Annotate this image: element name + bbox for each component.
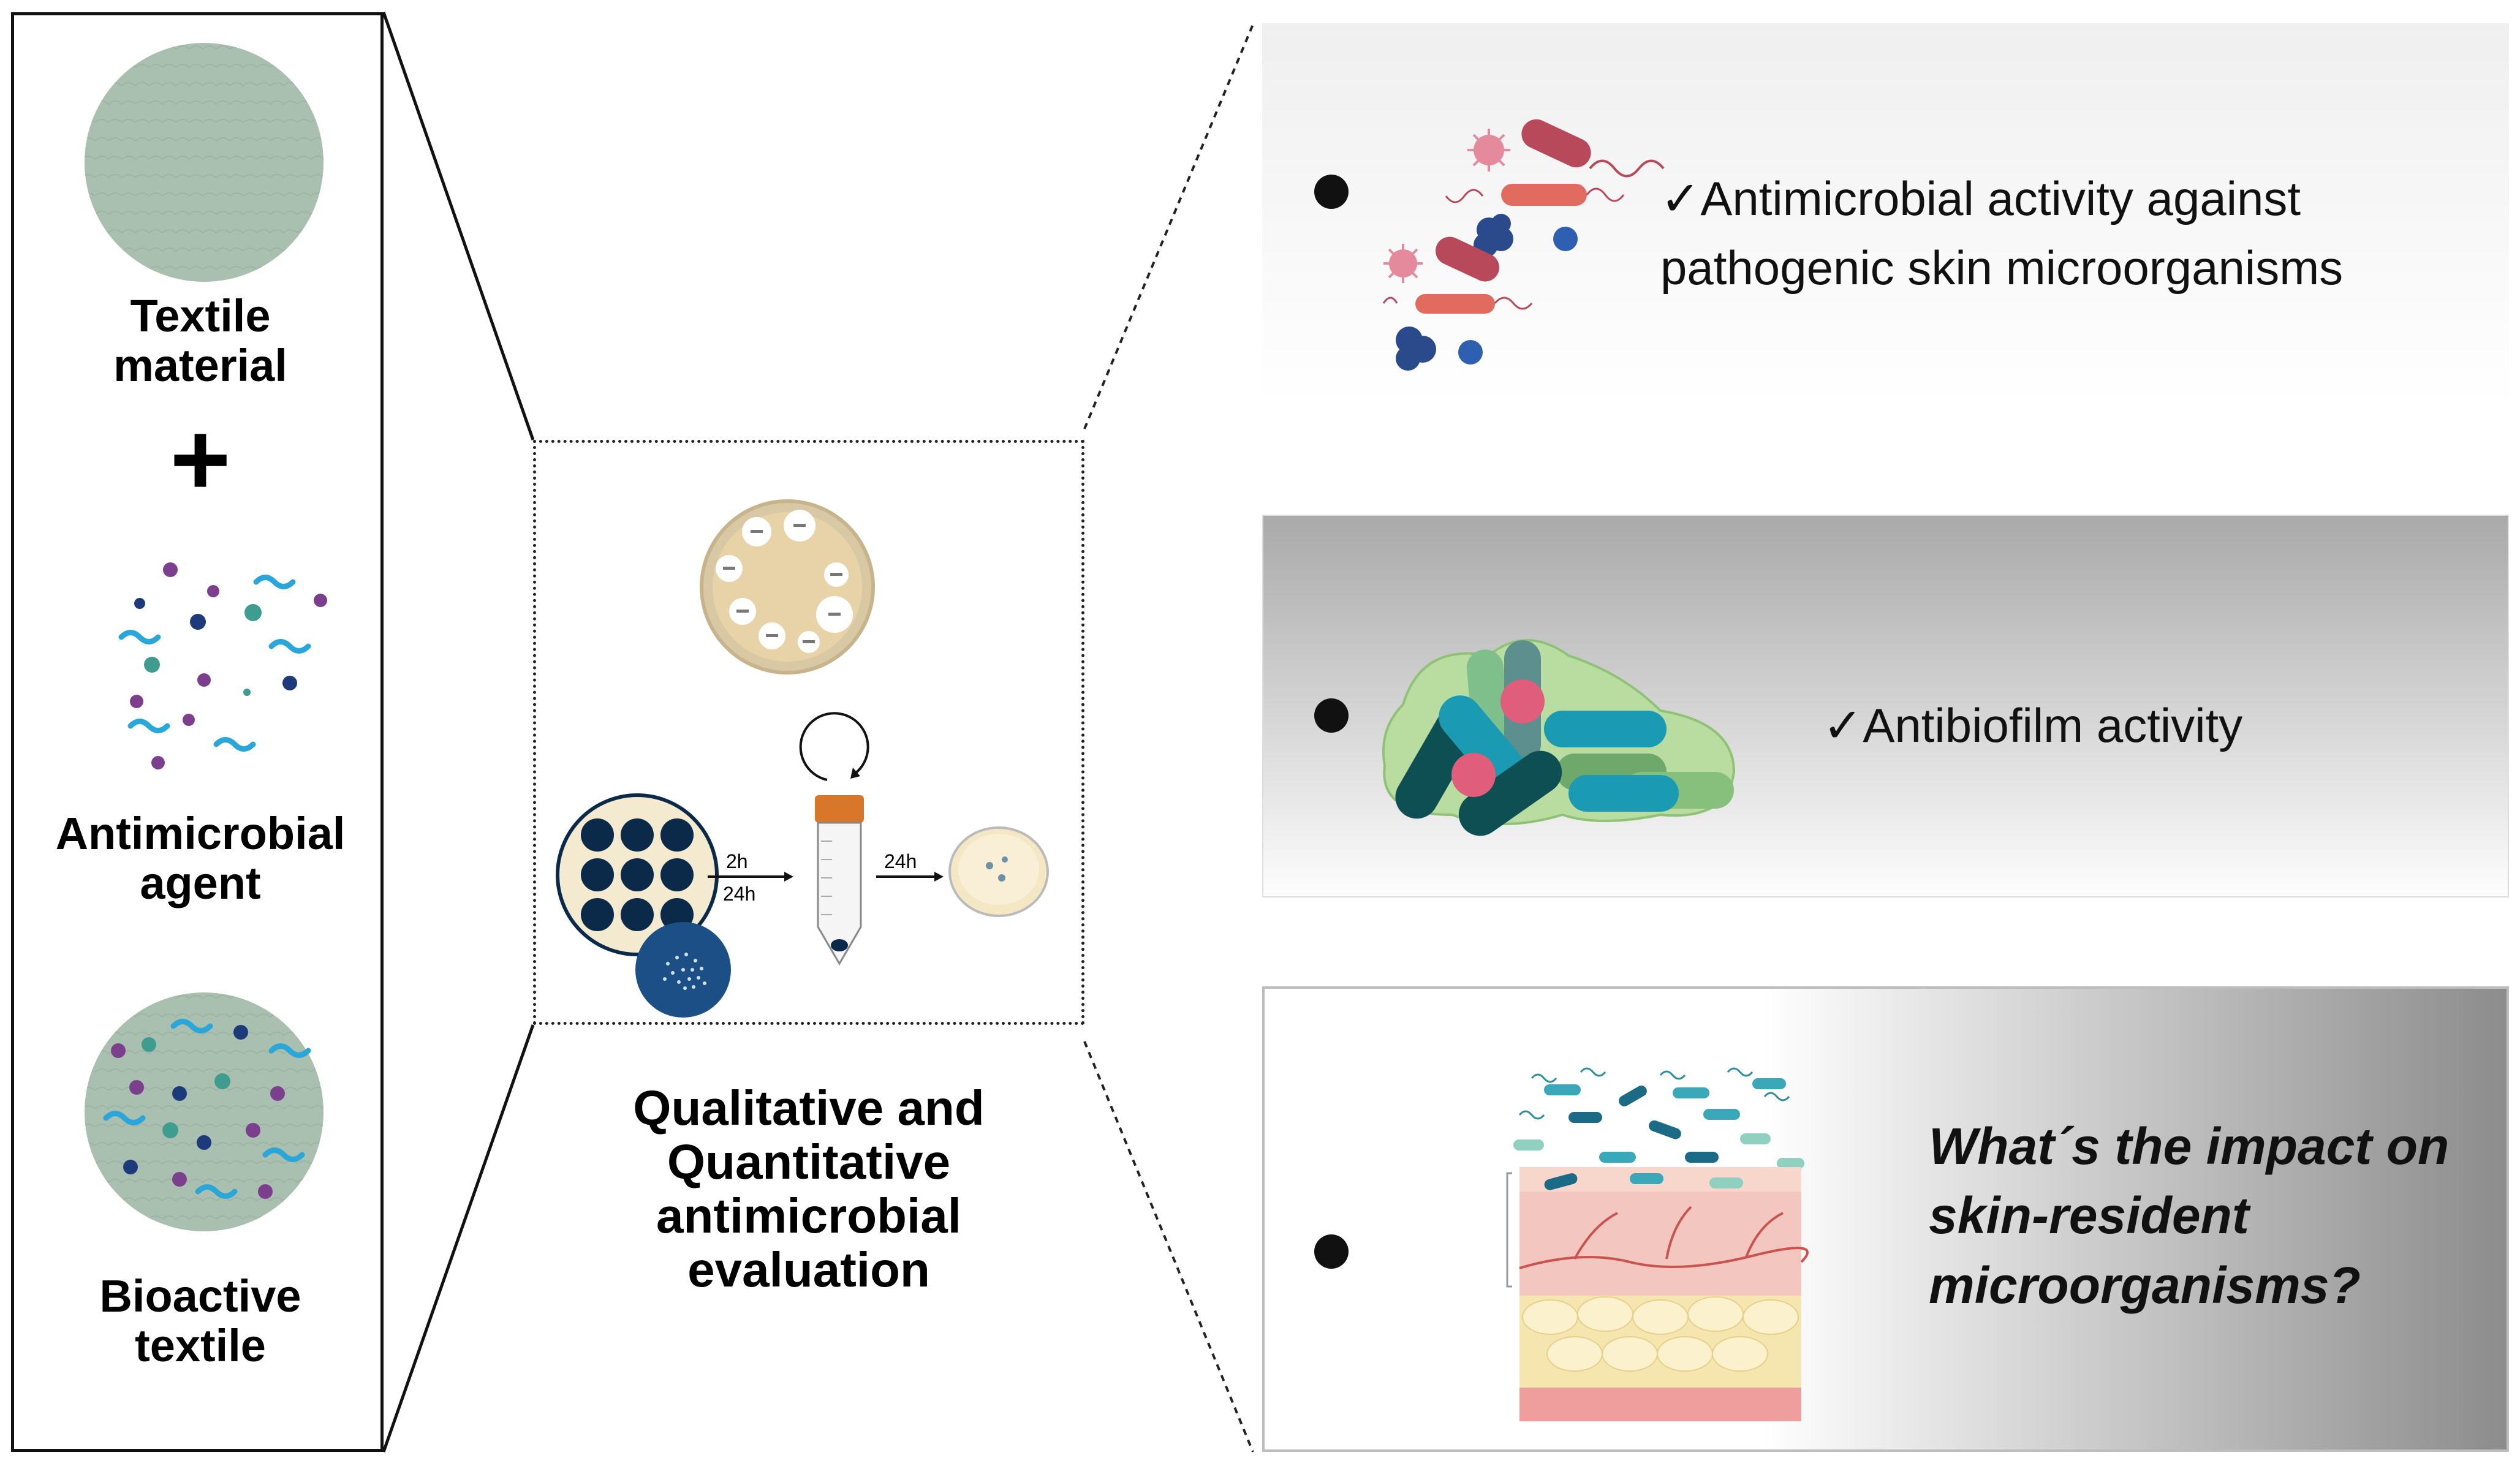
antibiofilm-activity-text: ✓Antibiofilm activity [1823,698,2243,752]
bullet-1 [1314,175,1349,209]
textile-material-label: Textile material [113,290,287,391]
step1-time-alt-label: 24h [723,883,756,905]
arrow-24h-icon [876,872,944,882]
antimicrobial-particles-icon [118,562,327,769]
skin-impact-question-text: What´s the impact on skin-resident micro… [1929,1117,2450,1314]
textile-disc-icon [85,43,324,282]
pathogens-icon [1382,119,1665,371]
skin-section-icon [1506,1067,1809,1421]
bioactive-textile-label: Bioactive textile [99,1271,301,1372]
antimicrobial-activity-text: ✓Antimicrobial activity against pathogen… [1660,172,2344,295]
antimicrobial-agent-label: Antimicrobial agent [55,808,346,909]
method-caption: Qualitative and Quantitative antimicrobi… [633,1081,985,1297]
result-panel-skin-impact [1262,986,2509,1452]
petri-dish-icon [948,826,1049,917]
plus-sign: + [170,401,231,518]
falcon-tube-icon [799,712,869,965]
method-box: 2h 24h 24h [533,440,1084,1025]
step1-time-label: 2h [726,850,748,872]
bullet-3 [1314,1234,1349,1269]
arrow-2h-24h-icon [708,872,793,882]
left-panel: Textile material + Antimicrobial agent [11,12,384,1452]
bullet-2 [1314,698,1349,733]
agar-plate-icon [700,499,875,674]
bioactive-textile-icon [85,992,324,1231]
well-plate-icon [556,793,731,1018]
biofilm-icon [1382,639,1736,836]
step2-time-label: 24h [884,850,917,872]
